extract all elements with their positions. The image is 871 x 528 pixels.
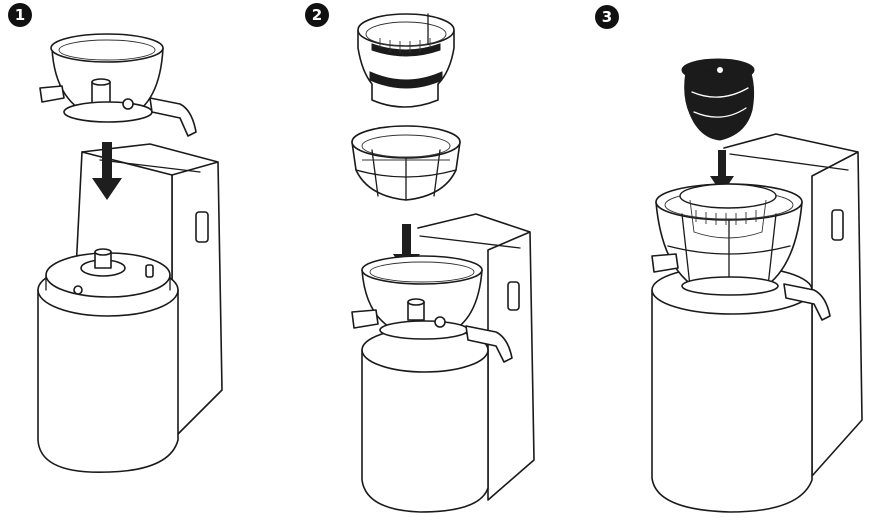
assembled-bowl-3 (651, 183, 831, 321)
step-1-badge: 1 (8, 3, 32, 27)
step-3-badge: 3 (595, 5, 619, 29)
juicer-base-3 (651, 133, 863, 513)
power-dial-icon (507, 281, 520, 311)
auger-screw (681, 58, 755, 141)
power-dial-icon (831, 209, 844, 241)
step-1-number: 1 (14, 6, 26, 24)
juicer-base-2 (361, 213, 535, 513)
rotating-brush (357, 13, 455, 108)
step-3-illustration (651, 58, 863, 513)
step-3-number: 3 (601, 8, 613, 26)
arrow-down-icon-1 (92, 142, 122, 200)
juicing-bowl-1 (39, 33, 197, 137)
juicer-base-1 (37, 143, 223, 474)
step-1-illustration (37, 33, 223, 474)
step-2-badge: 2 (305, 3, 329, 27)
juicing-bowl-2 (351, 255, 513, 363)
step-2-illustration (351, 13, 535, 513)
step-2-number: 2 (311, 6, 323, 24)
fine-strainer (351, 125, 461, 201)
power-dial-icon (195, 211, 209, 243)
